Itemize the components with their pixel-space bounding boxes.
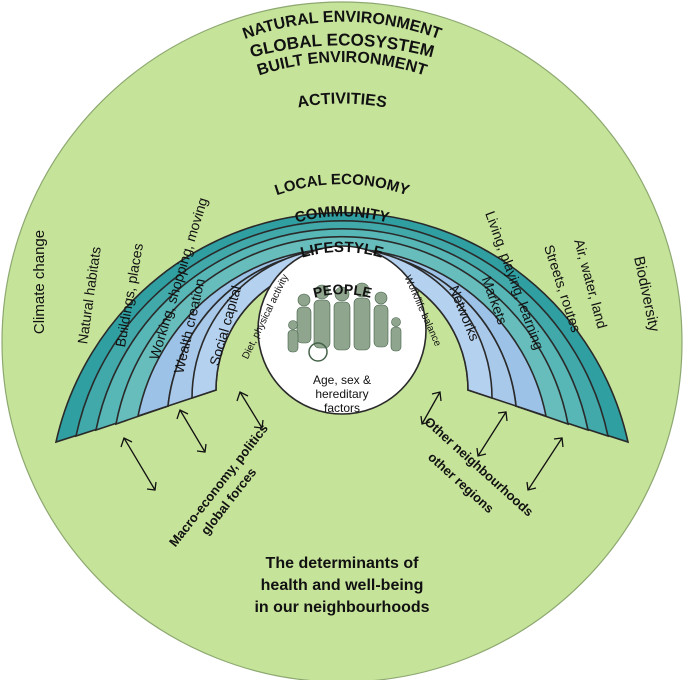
community-label: COMMUNITY <box>293 203 391 226</box>
caption-line-1: The determinants of <box>266 555 420 572</box>
activities-label: ACTIVITIES <box>296 91 388 112</box>
caption-line-2: health and well-being <box>261 577 424 594</box>
people-label: PEOPLE <box>311 281 373 301</box>
right-influence-arrows <box>420 391 564 491</box>
factors-line-3: factors <box>324 401 360 415</box>
lifestyle-label: LIFESTYLE <box>299 239 386 262</box>
factors-line-1: Age, sex & <box>313 373 371 387</box>
factors-line-2: hereditary <box>315 387 368 401</box>
left-influence-arrows <box>120 391 264 491</box>
people-illustration <box>287 282 402 362</box>
caption-line-3: in our neighbourhoods <box>254 599 429 616</box>
climate-change-label: Climate change <box>31 230 48 334</box>
